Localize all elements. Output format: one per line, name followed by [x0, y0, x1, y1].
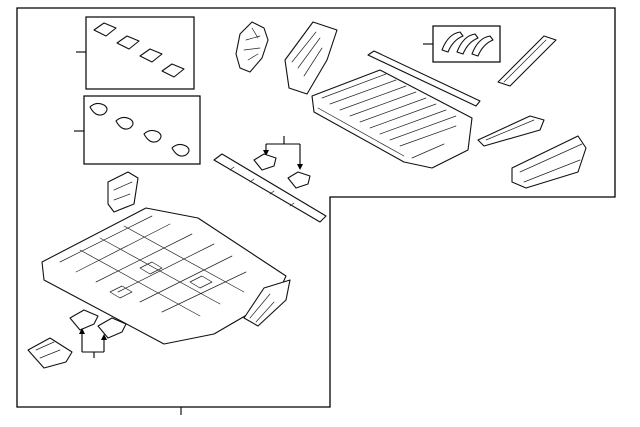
- front-pillar-bracket-part: [107, 171, 139, 213]
- cross-member-bar-part: [367, 50, 481, 107]
- grommet-icon: [89, 102, 190, 157]
- plug-icon: [93, 22, 185, 78]
- plug-set-upper-box: [85, 16, 195, 90]
- grommet-set-box: [83, 95, 201, 165]
- pillar-bracket-part: [235, 21, 269, 73]
- lower-bracket-pair-group: [69, 309, 127, 358]
- rear-rail-upper-part: [497, 35, 557, 87]
- rear-end-panel-part: [511, 135, 587, 189]
- grommet-set-group: [74, 95, 201, 165]
- bracket-set-group: [423, 25, 501, 63]
- rear-floor-pan-part: [311, 69, 473, 169]
- wheelhouse-panel-part: [284, 21, 338, 95]
- bracket-icon: [441, 31, 494, 57]
- lower-bracket-leader: [81, 332, 105, 358]
- reinforcement-part: [477, 115, 545, 147]
- tunnel-bracket-part: [27, 337, 73, 369]
- small-bracket-pair-group: [253, 136, 311, 189]
- small-bracket-leader: [265, 136, 301, 166]
- sill-extension-part: [243, 279, 291, 327]
- seat-crossmember-part: [213, 153, 327, 223]
- plug-set-upper-group: [76, 16, 195, 90]
- front-floor-pan-part: [41, 207, 287, 345]
